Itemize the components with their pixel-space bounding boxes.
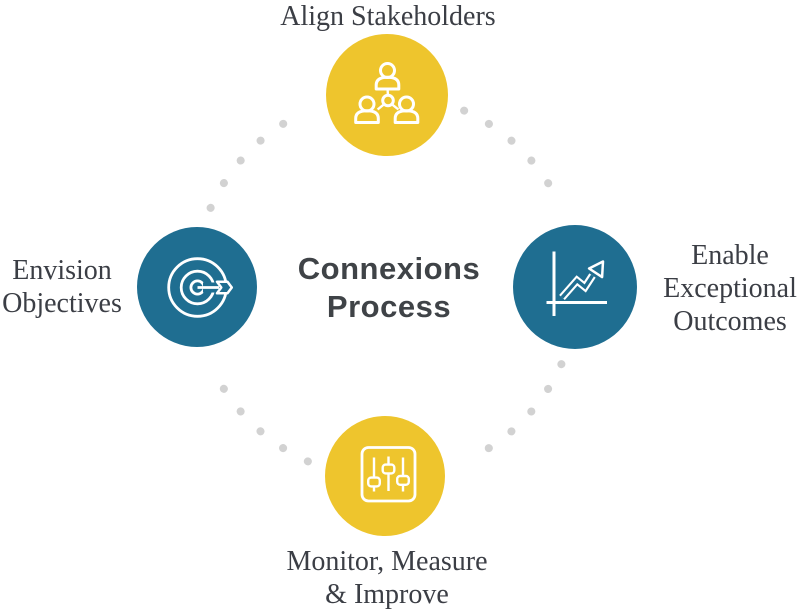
diagram-title: Connexions Process bbox=[297, 251, 481, 324]
growth-chart-icon bbox=[546, 251, 607, 316]
dotted-arc-bottom-left bbox=[206, 360, 312, 466]
dotted-arc-top-right bbox=[460, 106, 566, 212]
dotted-arc-bottom-right bbox=[460, 360, 566, 466]
dotted-arc-top-left bbox=[206, 106, 312, 212]
label-align-stakeholders: Align Stakeholders bbox=[280, 1, 496, 32]
target-arrow-icon bbox=[167, 257, 237, 318]
label-enable-outcomes: Enable Exceptional Outcomes bbox=[663, 240, 797, 337]
node-monitor-improve bbox=[325, 416, 445, 536]
label-monitor-improve: Monitor, Measure & Improve bbox=[286, 546, 488, 610]
people-network-icon bbox=[354, 62, 420, 124]
sliders-icon bbox=[360, 446, 417, 503]
node-envision-objectives bbox=[137, 227, 257, 347]
label-envision-objectives: Envision Objectives bbox=[2, 255, 122, 319]
